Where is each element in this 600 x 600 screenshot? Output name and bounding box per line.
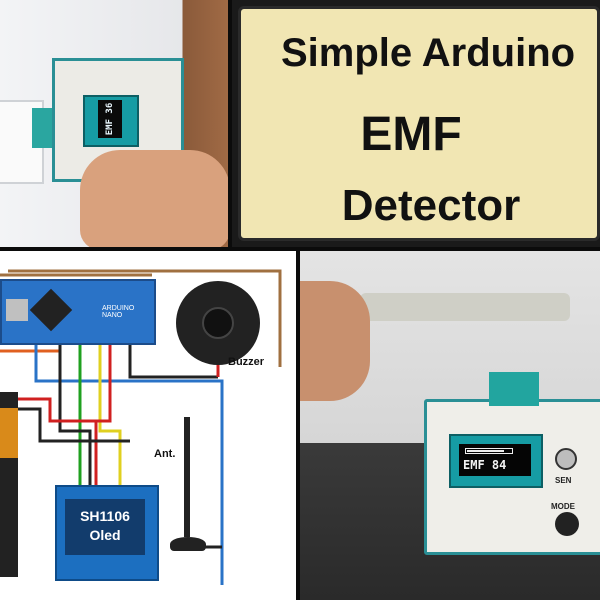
buzzer-center [202,307,234,339]
usb-port [6,299,28,321]
mode-label: MODE [551,502,575,511]
emf-device: EMF 84 SEN MODE [424,372,600,555]
microcontroller-chip [29,288,73,332]
wiring-schematic: ARDUINO NANO Buzzer SH1106 Oled Ant. [0,251,296,600]
oled-module: SH1106 Oled [55,485,159,581]
sen-label: SEN [555,476,572,485]
power-cable [360,293,570,321]
arduino-label: ARDUINO NANO [102,305,135,319]
oled-screen: SH1106 Oled [65,499,145,555]
antenna-base [170,537,206,551]
title-line-1: Simple Arduino [281,31,576,75]
device-oled-readout: EMF 84 [463,458,507,472]
buzzer-label: Buzzer [228,356,265,368]
photo-device-near-socket: EMF 36 [0,0,228,247]
level-bar [465,448,513,454]
antenna-label: Ant. [154,448,176,460]
wire-black-2 [58,341,92,491]
title-line-3: Detector [341,181,521,230]
device-top-mount [489,372,539,406]
wires [0,269,282,585]
device-screen-frame: EMF 36 [83,95,139,147]
hand [80,150,228,247]
level-bar-fill [467,450,504,452]
oled-label-line-1: SH1106 [80,508,130,524]
wire-blue [34,341,224,585]
buzzer [176,281,260,365]
antenna [184,417,190,537]
mode-button [555,512,579,536]
title-card: Simple Arduino EMF Detector [238,6,600,241]
battery-label-band [0,408,18,458]
battery [0,392,18,577]
arduino-nano-board: ARDUINO NANO [0,279,156,345]
wire-black-3 [18,407,130,443]
title-line-2: EMF [360,108,462,161]
wire-brown [8,269,282,367]
photo-device-measuring-cable: EMF 84 SEN MODE [300,251,600,600]
wire-red [94,341,112,491]
device-screen-frame: EMF 84 [449,434,543,488]
wire-red-2 [18,397,96,423]
wire-black [128,341,218,379]
oled-label-line-2: Oled [89,527,121,543]
hand [300,281,370,401]
title-panel: Simple Arduino EMF Detector [232,0,600,247]
wire-yellow [98,341,122,491]
device-oled: EMF 84 [459,444,531,476]
device-oled-readout: EMF 36 [98,100,122,138]
sensitivity-knob [555,448,577,470]
